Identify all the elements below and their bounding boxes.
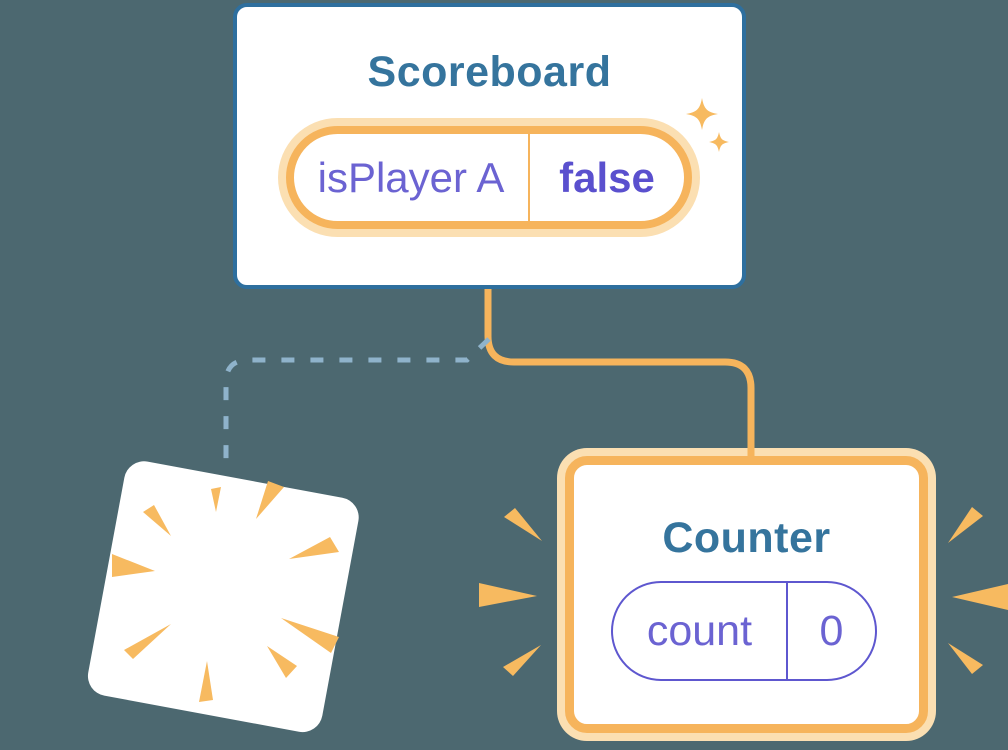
poof-rays xyxy=(112,481,339,702)
scoreboard-title: Scoreboard xyxy=(367,48,612,96)
tree-connector-dashed xyxy=(223,337,491,464)
emphasis-burst-right-icon xyxy=(948,507,1008,674)
scoreboard-component-card: Scoreboard isPlayer A false xyxy=(233,3,746,289)
counter-card-inner: Counter count 0 xyxy=(565,456,928,733)
counter-state-pill: count 0 xyxy=(611,581,877,681)
counter-title: Counter xyxy=(662,514,831,562)
counter-component-card: Counter count 0 xyxy=(557,448,936,741)
emphasis-burst-left-icon xyxy=(479,508,542,676)
poof-burst-icon xyxy=(87,461,359,733)
destroyed-component-square xyxy=(87,461,359,733)
state-value-label: false xyxy=(528,134,684,221)
scoreboard-state-pill-inner: isPlayer A false xyxy=(286,126,692,229)
state-key-label: count xyxy=(646,606,753,655)
state-key-label: isPlayer A xyxy=(317,153,505,201)
state-value-label: 0 xyxy=(785,583,875,679)
scoreboard-state-pill: isPlayer A false xyxy=(278,118,700,237)
tree-connector-solid xyxy=(484,289,755,459)
